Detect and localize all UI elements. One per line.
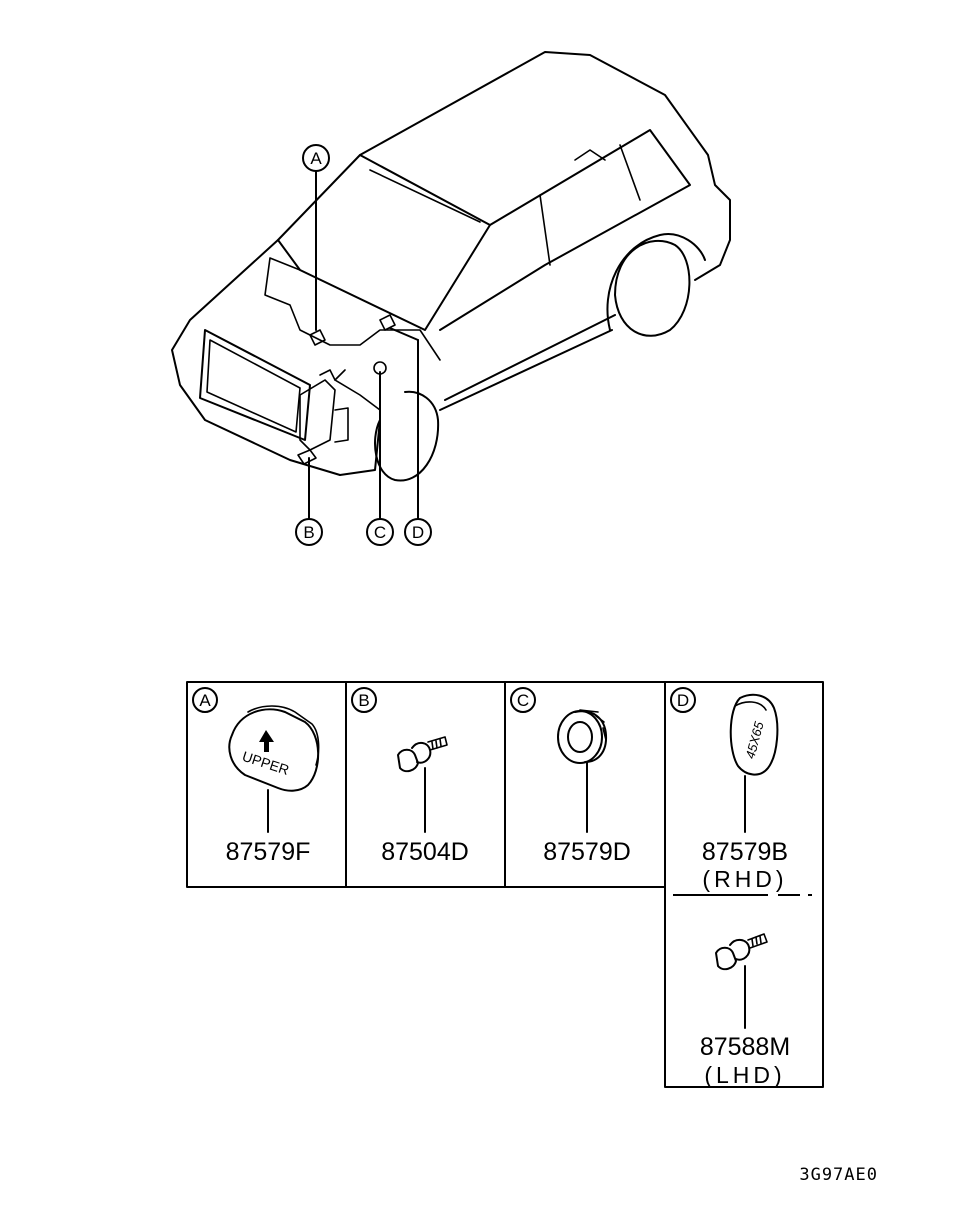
svg-text:B: B bbox=[303, 523, 314, 542]
part-number-87579b: 87579B bbox=[702, 838, 788, 866]
cell-a: A UPPER 87579F bbox=[192, 687, 320, 866]
bolt-icon bbox=[397, 736, 448, 773]
upper-plug-icon: UPPER bbox=[228, 705, 320, 792]
part-number-87579f: 87579F bbox=[226, 838, 311, 866]
upper-label: UPPER bbox=[240, 748, 291, 778]
bolt-icon bbox=[715, 933, 768, 971]
svg-text:D: D bbox=[412, 523, 424, 542]
callout-a-top: A bbox=[302, 144, 330, 172]
cell-d-lhd: 87588M (LHD) bbox=[700, 933, 790, 1088]
callout-d-top: D bbox=[404, 518, 432, 546]
callout-c-top: C bbox=[366, 518, 394, 546]
svg-text:C: C bbox=[517, 691, 529, 710]
oval-plug-icon: 45X65 bbox=[729, 693, 779, 776]
svg-text:A: A bbox=[310, 149, 322, 168]
reference-code: 3G97AE0 bbox=[799, 1165, 878, 1185]
vehicle-illustration bbox=[171, 51, 731, 482]
leader-lines bbox=[308, 171, 419, 519]
svg-text:A: A bbox=[199, 691, 211, 710]
svg-text:C: C bbox=[374, 523, 386, 542]
size-label: 45X65 bbox=[742, 719, 766, 760]
part-number-87579d: 87579D bbox=[543, 838, 631, 866]
cell-b: B 87504D bbox=[351, 687, 469, 866]
up-arrow-icon bbox=[259, 730, 274, 752]
part-number-87504d: 87504D bbox=[381, 838, 469, 866]
lhd-note: (LHD) bbox=[704, 1062, 785, 1088]
cell-c: C 87579D bbox=[510, 687, 631, 866]
rhd-note: (RHD) bbox=[702, 866, 787, 892]
grommet-icon bbox=[557, 709, 608, 764]
part-number-87588m: 87588M bbox=[700, 1033, 790, 1061]
cell-d: D 45X65 87579B (RHD) bbox=[670, 687, 788, 892]
parts-table bbox=[186, 681, 824, 1088]
svg-text:B: B bbox=[358, 691, 369, 710]
svg-text:D: D bbox=[677, 691, 689, 710]
callout-b-top: B bbox=[295, 518, 323, 546]
